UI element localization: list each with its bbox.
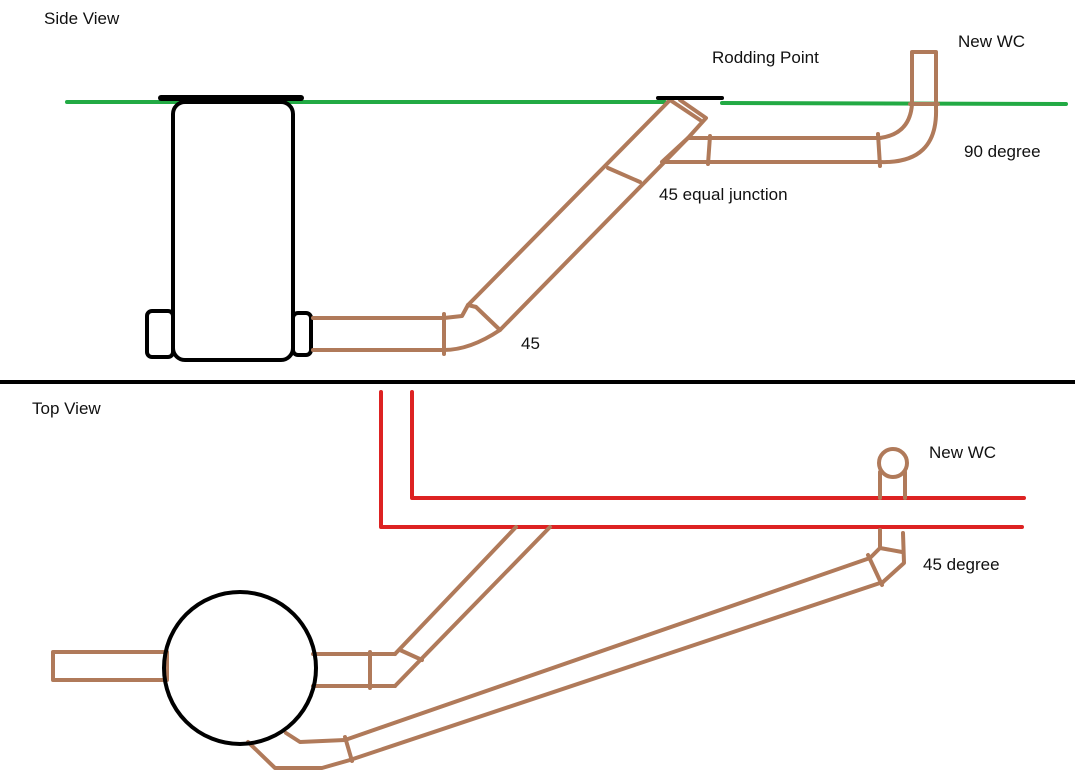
top-lower-bend bbox=[246, 731, 352, 770]
side-pipe-run bbox=[311, 50, 940, 356]
bend-45-label-top: 45 degree bbox=[923, 555, 1000, 574]
inspection-chamber-side bbox=[145, 95, 313, 362]
side-junction bbox=[660, 98, 882, 164]
side-bend-45 bbox=[442, 303, 502, 352]
ground-line-right bbox=[720, 101, 1068, 106]
chamber-inlet-left bbox=[145, 309, 175, 359]
chamber-body bbox=[171, 100, 295, 362]
top-long-run-joint bbox=[343, 735, 354, 763]
rodding-point-label: Rodding Point bbox=[712, 48, 819, 67]
new-wc-label-side: New WC bbox=[958, 32, 1026, 51]
side-diagonal-joint bbox=[606, 166, 642, 184]
junction-label: 45 equal junction bbox=[659, 185, 788, 204]
bend-90-label: 90 degree bbox=[964, 142, 1041, 161]
chamber-outlet-right bbox=[291, 311, 313, 357]
new-wc-label-top: New WC bbox=[929, 443, 997, 462]
top-view-title: Top View bbox=[32, 399, 101, 418]
side-junction-joint bbox=[706, 134, 712, 166]
walls bbox=[379, 390, 1026, 529]
top-wc-stub bbox=[878, 470, 907, 500]
side-bend-90 bbox=[878, 102, 939, 165]
bend-45-label-side: 45 bbox=[521, 334, 540, 353]
ground-line bbox=[65, 100, 1068, 106]
top-pipes bbox=[51, 447, 909, 770]
inspection-chamber-top bbox=[162, 590, 318, 746]
top-diagonal-to-wall bbox=[393, 525, 552, 688]
wall-inner bbox=[410, 390, 1026, 500]
top-inlet-pipe bbox=[51, 650, 169, 682]
side-pipe-horizontal bbox=[311, 312, 446, 356]
top-wc-pan bbox=[877, 447, 909, 479]
wall-outer bbox=[379, 390, 1024, 529]
side-view-title: Side View bbox=[44, 9, 120, 28]
side-wc-riser bbox=[908, 50, 940, 110]
top-long-run bbox=[343, 556, 885, 762]
top-bend-45 bbox=[866, 528, 906, 587]
top-outlet-pipe bbox=[311, 650, 397, 690]
side-pipe-diagonal bbox=[466, 98, 690, 332]
